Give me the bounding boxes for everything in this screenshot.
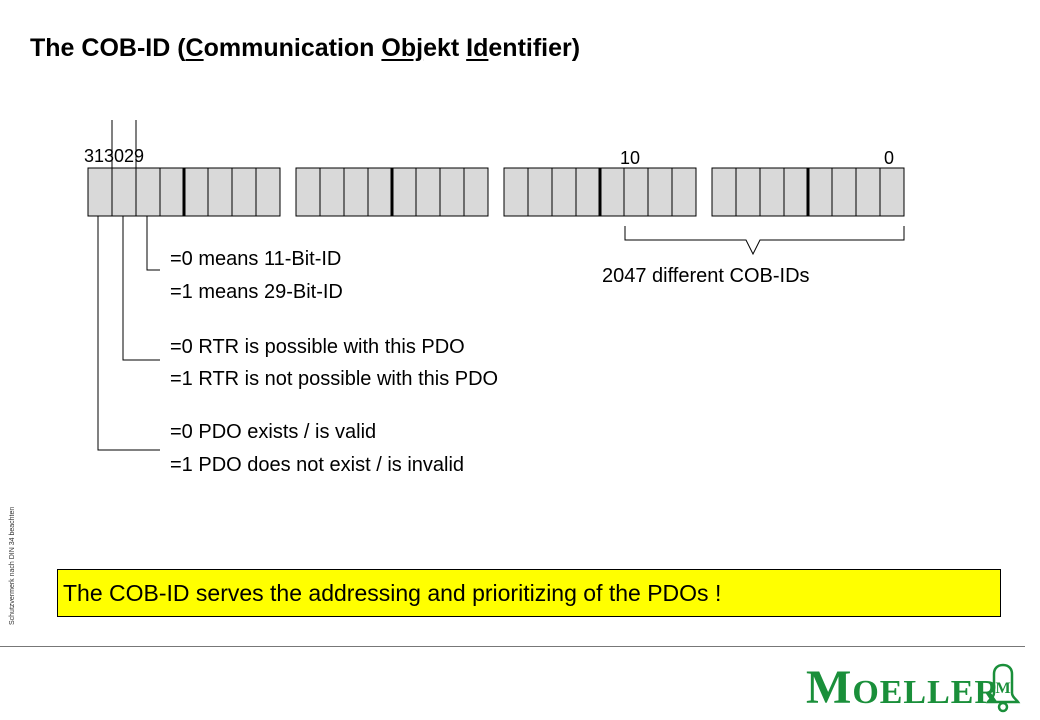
bit29-desc-line-1: =0 means 11-Bit-ID [170,248,342,270]
bit-cell [319,167,345,217]
bit0-label: 0 [884,148,894,168]
bit-cell [295,167,321,217]
bit-cell [367,167,393,217]
summary-text: The COB-ID serves the addressing and pri… [63,580,722,606]
bit-cell [439,167,465,217]
bit30-desc-line-2: =1 RTR is not possible with this PDO [170,368,499,390]
emblem-letter: M [995,680,1010,697]
bit-cell [855,167,881,217]
bit31-desc-line-2: =1 PDO does not exist / is invalid [170,454,465,476]
bit-cell [735,167,761,217]
register-byte-2 [295,167,489,217]
bit29-label: 29 [124,146,144,166]
bit-cell [551,167,577,217]
moeller-logo: MOELLER [806,661,1001,714]
cob-id-register-diagram: 31 30 29 10 0 [84,120,905,451]
bit-cell [711,167,737,217]
bit31-label: 31 [84,146,104,166]
bit-cell [759,167,785,217]
bit-cell [831,167,857,217]
bit-cell [415,167,441,217]
page-title: The COB-ID (Communication Objekt Identif… [30,34,581,62]
bit-cell [647,167,673,217]
bit-cell [527,167,553,217]
bit30-leader-line [122,216,160,361]
bit30-desc-line-1: =0 RTR is possible with this PDO [170,336,465,358]
cob-id-range-brace [624,226,905,256]
bit-cell [599,167,625,217]
bit-cell [207,167,233,217]
bit30-label: 30 [104,146,124,166]
bit-cell [255,167,281,217]
bit-cell [111,167,137,217]
bit29-desc-line-2: =1 means 29-Bit-ID [170,281,343,303]
brace-label: 2047 different COB-IDs [602,265,810,287]
footer-divider [0,646,1025,647]
register-byte-3 [503,167,697,217]
bit31-desc-line-1: =0 PDO exists / is valid [170,421,377,443]
bit-register [87,167,905,217]
bit-cell [87,167,113,217]
moeller-bell-emblem-icon: M [985,663,1021,713]
bit-cell [159,167,185,217]
bit10-label: 10 [620,148,640,168]
bit-cell [463,167,489,217]
summary-highlight-box: The COB-ID serves the addressing and pri… [57,569,1001,617]
bit-cell [231,167,257,217]
copyright-side-note: Schutzvermerk nach DIN 34 beachten [9,506,16,625]
register-byte-1 [87,167,281,217]
bit-cell [783,167,809,217]
bit-cell [343,167,369,217]
bit-cell [807,167,833,217]
bit-cell [575,167,601,217]
bit-cell [671,167,697,217]
bit-cell [183,167,209,217]
bit-cell [391,167,417,217]
bit-cell [503,167,529,217]
bit31-leader-line [97,216,160,451]
bit29-leader-line [146,216,160,271]
bit-cell [623,167,649,217]
bit-cell [879,167,905,217]
register-byte-4 [711,167,905,217]
bit-cell [135,167,161,217]
